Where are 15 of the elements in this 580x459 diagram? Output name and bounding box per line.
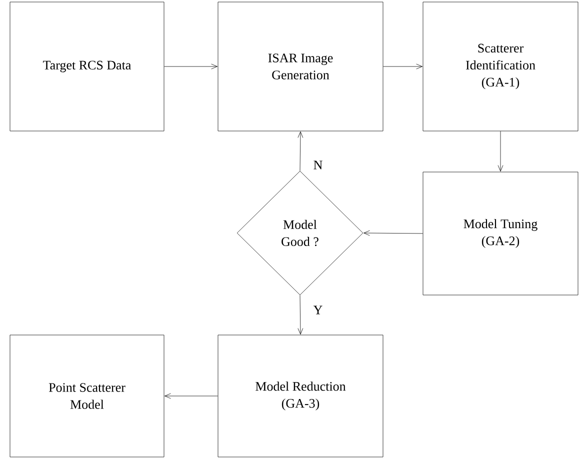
process-box: Point Scatterer Model <box>10 334 164 458</box>
process-box: Scatterer Identification (GA-1) <box>422 2 578 132</box>
process-box: Model Reduction (GA-3) <box>218 334 384 458</box>
arrow <box>298 132 304 171</box>
process-box: Model Tuning (GA-2) <box>422 172 578 296</box>
arrow <box>164 393 218 399</box>
edge-label: Y <box>312 304 324 316</box>
edge-label: N <box>312 160 324 170</box>
arrow <box>164 64 218 70</box>
arrow <box>383 64 422 70</box>
arrow <box>298 295 304 334</box>
process-box: Target RCS Data <box>10 2 164 132</box>
arrow <box>498 131 504 172</box>
arrow <box>364 230 423 236</box>
process-box: ISAR Image Generation <box>218 2 384 132</box>
